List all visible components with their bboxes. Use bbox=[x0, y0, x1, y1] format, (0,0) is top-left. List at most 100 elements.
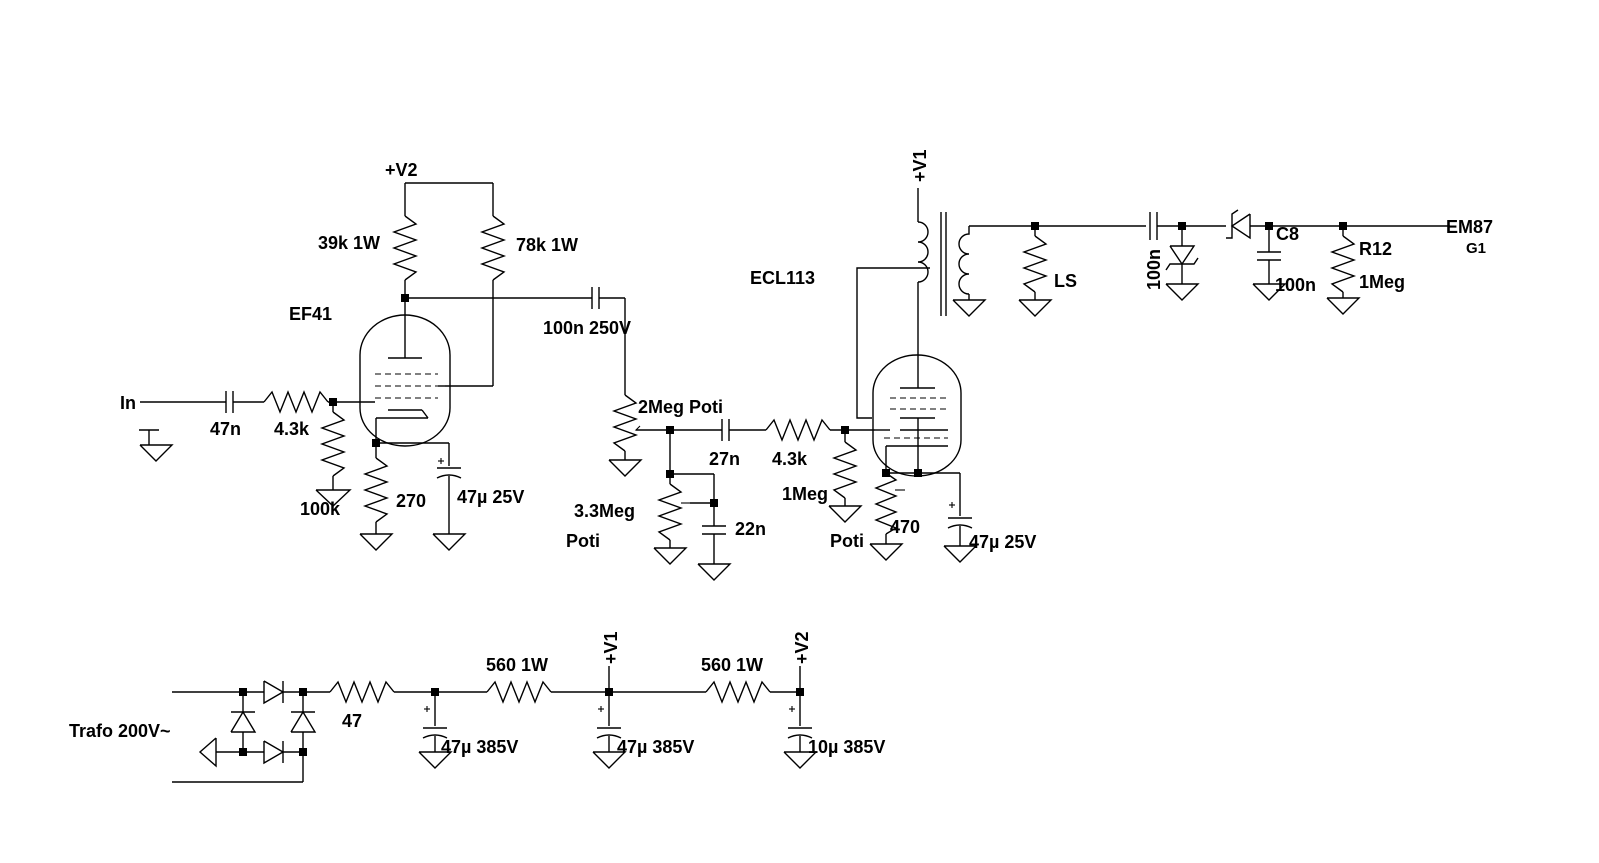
capacitor-22n bbox=[702, 525, 726, 535]
ground-symbol bbox=[1326, 297, 1361, 315]
ground-symbol bbox=[608, 459, 643, 477]
transformer-primary bbox=[917, 221, 929, 283]
label-ls: LS bbox=[1054, 271, 1077, 291]
resistor-4-3k-a bbox=[263, 390, 329, 414]
capacitor-47u-25v-b bbox=[947, 502, 973, 529]
ground-symbol bbox=[943, 545, 978, 563]
diode bbox=[230, 710, 257, 733]
ground-symbol bbox=[952, 299, 987, 317]
capacitor-47u-25v-a bbox=[436, 458, 462, 479]
diode bbox=[263, 740, 285, 765]
resistor-560-a bbox=[486, 680, 552, 704]
ef41-stage bbox=[139, 182, 626, 551]
labels: +V2 39k 1W 78k 1W EF41 100n 250V In 47n … bbox=[69, 149, 1493, 757]
label-ef41: EF41 bbox=[289, 304, 332, 324]
capacitor-47n bbox=[225, 391, 234, 413]
power-supply bbox=[172, 666, 818, 783]
label-v1-bottom: +V1 bbox=[601, 631, 621, 664]
label-100k: 100k bbox=[300, 499, 341, 519]
label-78k: 78k 1W bbox=[516, 235, 578, 255]
label-poti-a: Poti bbox=[566, 531, 600, 551]
ground-symbol bbox=[315, 489, 352, 507]
capacitor-47u-385v-a bbox=[422, 706, 448, 739]
resistor-560-b bbox=[705, 680, 771, 704]
tone-network bbox=[608, 394, 875, 581]
label-4-3k-a: 4.3k bbox=[274, 419, 310, 439]
diode bbox=[263, 680, 285, 705]
label-c8: C8 bbox=[1276, 224, 1299, 244]
ground-symbol bbox=[359, 533, 394, 551]
resistor-470 bbox=[874, 472, 898, 535]
label-1meg: 1Meg bbox=[782, 484, 828, 504]
label-v2-top: +V2 bbox=[385, 160, 418, 180]
label-47u-25v-a: 47µ 25V bbox=[457, 487, 524, 507]
label-2meg-poti: 2Meg Poti bbox=[638, 397, 723, 417]
potentiometer-3-3meg bbox=[656, 483, 684, 541]
label-poti-b: Poti bbox=[830, 531, 864, 551]
capacitor-c8 bbox=[1257, 251, 1281, 261]
label-27n: 27n bbox=[709, 449, 740, 469]
label-47-ohm: 47 bbox=[342, 711, 362, 731]
label-r12-value: 1Meg bbox=[1359, 272, 1405, 292]
ground-symbol bbox=[869, 543, 904, 561]
ground-symbol bbox=[1252, 283, 1287, 301]
ground-symbol bbox=[1165, 283, 1200, 301]
label-100n-vertical: 100n bbox=[1144, 249, 1164, 290]
ground-symbol bbox=[828, 505, 863, 523]
label-ecl113: ECL113 bbox=[750, 268, 815, 288]
resistor-100k bbox=[319, 411, 347, 477]
label-in: In bbox=[120, 393, 136, 413]
label-47u-25v-b: 47µ 25V bbox=[969, 532, 1036, 552]
label-v2-bottom: +V2 bbox=[792, 631, 812, 664]
label-4-3k-b: 4.3k bbox=[772, 449, 808, 469]
label-c8-value: 100n bbox=[1275, 275, 1316, 295]
label-3-3meg: 3.3Meg bbox=[574, 501, 635, 521]
label-47n: 47n bbox=[210, 419, 241, 439]
resistor-47 bbox=[329, 680, 395, 704]
potentiometer-1meg bbox=[831, 441, 859, 499]
ground-symbol bbox=[198, 737, 217, 768]
label-trafo: Trafo 200V~ bbox=[69, 721, 171, 741]
label-100n-250v: 100n 250V bbox=[543, 318, 631, 338]
resistor-78k bbox=[479, 215, 507, 281]
capacitor-27n bbox=[721, 419, 730, 441]
resistor-270 bbox=[362, 457, 390, 523]
label-470: 470 bbox=[890, 517, 920, 537]
ground-symbol bbox=[653, 547, 688, 565]
ground-symbol bbox=[592, 751, 627, 769]
potentiometer-2meg bbox=[611, 394, 639, 452]
label-10u-385v: 10µ 385V bbox=[808, 737, 885, 757]
label-em87: EM87 bbox=[1446, 217, 1493, 237]
speaker-load-ls bbox=[1021, 235, 1049, 293]
capacitor-100n-250v bbox=[591, 287, 600, 309]
resistor-4-3k-b bbox=[765, 418, 831, 442]
diode-series bbox=[1230, 213, 1251, 240]
resistor-r12 bbox=[1329, 235, 1357, 293]
tube-ef41 bbox=[359, 314, 451, 447]
diode bbox=[290, 710, 317, 733]
label-v1-top: +V1 bbox=[910, 149, 930, 182]
label-270: 270 bbox=[396, 491, 426, 511]
em87-drive bbox=[1149, 209, 1450, 315]
label-47u-385v-b: 47µ 385V bbox=[617, 737, 694, 757]
ground-symbol bbox=[697, 563, 732, 581]
tube-ecl113 bbox=[872, 354, 962, 477]
capacitor-47u-385v-b bbox=[596, 706, 622, 739]
resistor-39k bbox=[391, 215, 419, 281]
ground-symbol bbox=[783, 751, 818, 769]
ground-symbol bbox=[1018, 299, 1053, 317]
diode-clamp bbox=[1169, 245, 1196, 266]
label-560-a: 560 1W bbox=[486, 655, 548, 675]
label-g1: G1 bbox=[1466, 240, 1486, 257]
label-22n: 22n bbox=[735, 519, 766, 539]
label-560-b: 560 1W bbox=[701, 655, 763, 675]
ground-symbol bbox=[418, 751, 453, 769]
transformer-secondary bbox=[958, 226, 970, 295]
ground-symbol bbox=[139, 444, 174, 462]
label-47u-385v-a: 47µ 385V bbox=[441, 737, 518, 757]
capacitor-10u-385v bbox=[787, 706, 813, 739]
ecl113-stage bbox=[856, 188, 1146, 563]
ground-symbol bbox=[432, 533, 467, 551]
capacitor-100n bbox=[1149, 212, 1158, 240]
